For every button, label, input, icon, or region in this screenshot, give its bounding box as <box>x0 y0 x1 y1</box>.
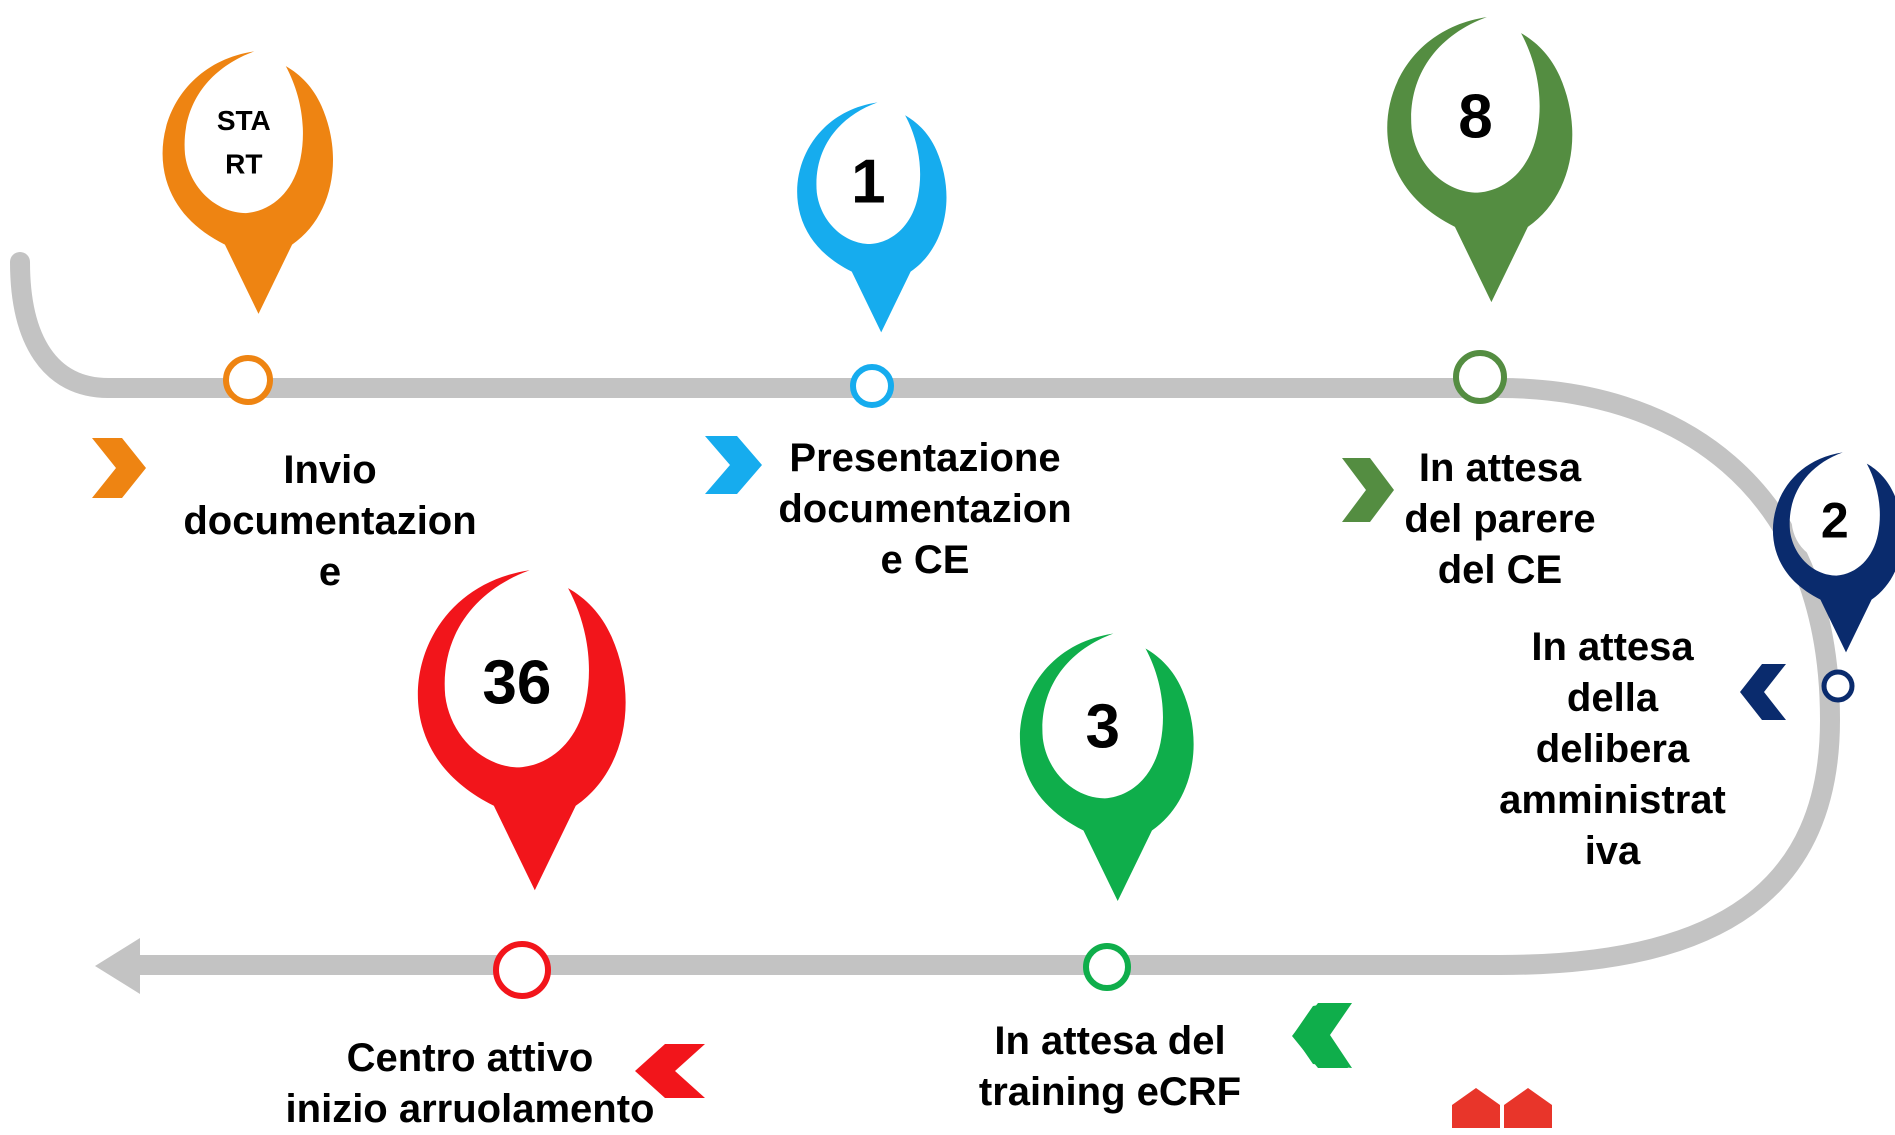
pin-3-text: 3 <box>1085 693 1119 762</box>
pin-start-text: STA <box>217 105 271 136</box>
chevron-left-icon <box>1292 1003 1352 1068</box>
step-label-delibera: In attesa della delibera amministrat iva <box>1499 625 1726 873</box>
step-label-centro-attivo: Centro attivo inizio arruolamento <box>285 1036 655 1131</box>
step-label-invio: Invio documentazion e <box>183 448 477 594</box>
pin-3-marker <box>1019 633 1194 902</box>
step-dot-36 <box>493 941 551 999</box>
step-label-parere-ce: In attesa del parere del CE <box>1404 446 1596 592</box>
step-label-training: In attesa del training eCRF <box>978 1019 1242 1114</box>
pin-8-text: 8 <box>1458 83 1492 152</box>
chevron-left-icon <box>635 1044 705 1098</box>
chevron-right-icon <box>705 436 762 494</box>
pin-8-marker <box>1387 17 1573 303</box>
chevron-right-icon <box>1342 458 1394 522</box>
pin-1-marker <box>797 102 947 333</box>
pin-2-marker <box>1772 452 1895 653</box>
brand-logo <box>1452 1088 1552 1128</box>
step-dot-8 <box>1453 350 1507 404</box>
pin-36-marker <box>417 570 626 891</box>
pin-2-text: 2 <box>1821 493 1849 549</box>
pin-1-text: 1 <box>851 148 885 217</box>
step-dot-1 <box>850 364 894 408</box>
chevron-left-icon <box>1740 664 1786 720</box>
step-dot-3 <box>1083 943 1131 991</box>
step-dot-2 <box>1821 669 1855 703</box>
pin-36-text: 36 <box>482 649 551 718</box>
pin-start-marker <box>162 51 334 314</box>
step-label-presentazione: Presentazione documentazion e CE <box>778 436 1072 582</box>
step-dot-start <box>223 355 273 405</box>
pin-start-text: RT <box>225 149 262 180</box>
chevron-right-icon <box>92 438 146 498</box>
arrowhead-icon <box>95 938 140 994</box>
